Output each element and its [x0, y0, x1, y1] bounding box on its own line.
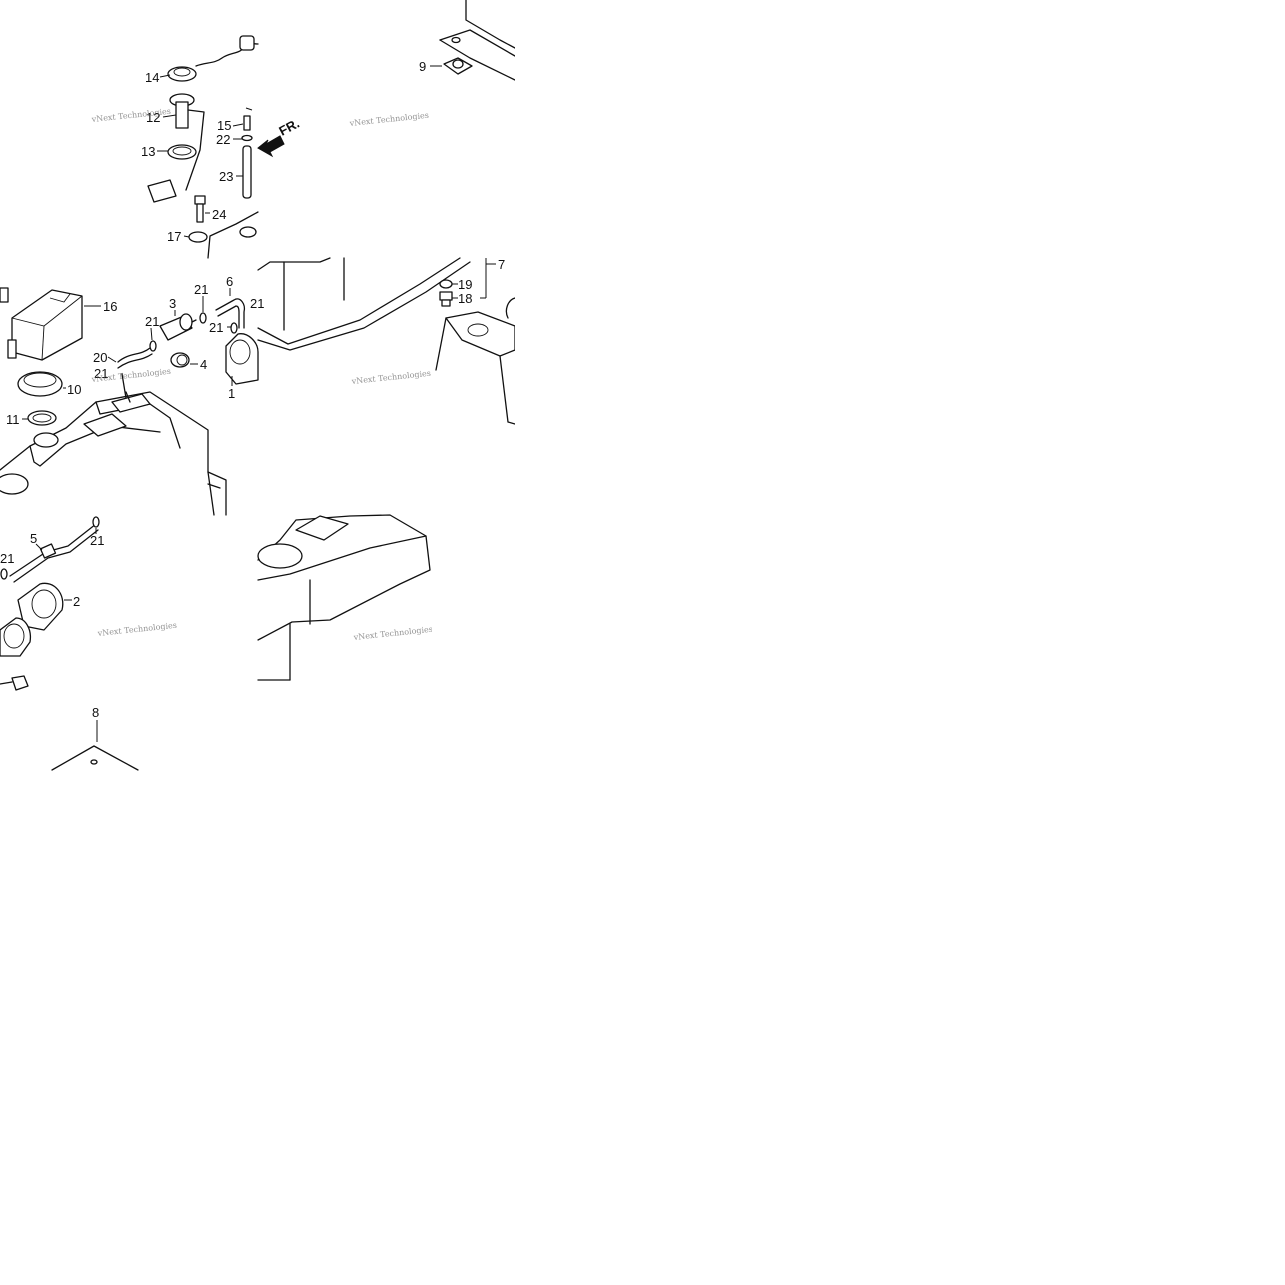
- tile-middle-left: 16 3 21 21 6 21 21 20 4: [0, 274, 264, 516]
- hose-6-part: [215, 298, 246, 329]
- callout-11: 11: [6, 412, 20, 427]
- tank-skirt-d: [257, 257, 461, 345]
- wire-connector-icon: [239, 35, 255, 51]
- watermark-text: vNext Technologies: [352, 625, 433, 642]
- bracket-flange-b: [439, 29, 516, 57]
- callout-14: 14: [145, 70, 159, 85]
- callout-15: 15: [217, 118, 231, 133]
- callout-21: 21: [90, 533, 104, 548]
- watermark-text: vNext Technologies: [96, 621, 177, 638]
- callout-7: 7: [498, 257, 505, 272]
- tile-top-left: FR. 14 12 13 15 22 23 24 17 vNext Techno…: [90, 35, 302, 259]
- sender-arm: [185, 109, 205, 191]
- tile-bottom-strip: 8: [51, 705, 139, 771]
- front-direction-arrow-icon: [257, 135, 285, 158]
- callout-16: 16: [103, 299, 117, 314]
- watermark-text: vNext Technologies: [350, 369, 431, 386]
- callout-21: 21: [0, 551, 14, 566]
- tank-recess-f: [295, 515, 349, 541]
- callout-8: 8: [92, 705, 99, 720]
- grommet-17-part: [188, 231, 208, 243]
- bolt-24-shank: [196, 203, 204, 223]
- filler-gasket-part: [27, 410, 57, 426]
- front-direction-label: FR.: [276, 116, 302, 139]
- cover-clip-left: [0, 287, 9, 303]
- tile-top-right: 9 vNext Technologies: [348, 0, 516, 128]
- bolt-18-part: [439, 291, 453, 301]
- callout-5: 5: [30, 531, 37, 546]
- callout-21: 21: [209, 320, 223, 335]
- hose-20-part: [117, 347, 151, 363]
- callout-2: 2: [73, 594, 80, 609]
- sender-float-part: [147, 179, 177, 203]
- tile-bottom-right: vNext Technologies: [257, 514, 433, 681]
- cover-16-part: [11, 289, 83, 361]
- callout-4: 4: [200, 357, 207, 372]
- callout-19: 19: [458, 277, 472, 292]
- clip-22-part: [241, 134, 253, 142]
- vent-fitting-part: [243, 115, 251, 131]
- fuel-pump-part: [225, 333, 259, 385]
- tube-23-part: [242, 145, 252, 199]
- callout-9: 9: [419, 59, 426, 74]
- washer-19-part: [439, 279, 453, 289]
- callout-24: 24: [212, 207, 226, 222]
- pump-housing-2-part: [17, 582, 64, 631]
- callout-21: 21: [145, 314, 159, 329]
- tank-recess-2: [111, 393, 151, 413]
- tank-recess-1: [83, 413, 127, 437]
- callout-21: 21: [250, 296, 264, 311]
- tank-edge-a: [207, 211, 259, 259]
- callout-13: 13: [141, 144, 155, 159]
- tank-body-f: [257, 514, 431, 641]
- callout-22: 22: [216, 132, 230, 147]
- bracket-7-part: [445, 311, 516, 357]
- bolt-bottom-part: [11, 675, 29, 691]
- bracket-edge-b: [465, 0, 516, 49]
- callout-6: 6: [226, 274, 233, 289]
- tank-filler-neck: [33, 432, 59, 448]
- callout-10: 10: [67, 382, 81, 397]
- callout-12: 12: [146, 110, 160, 125]
- watermark-text: vNext Technologies: [348, 111, 429, 128]
- hose-5-part: [9, 523, 97, 577]
- callout-18: 18: [458, 291, 472, 306]
- clamp-4-part: [170, 352, 190, 368]
- callout-21: 21: [94, 366, 108, 381]
- callout-23: 23: [219, 169, 233, 184]
- callout-17: 17: [167, 229, 181, 244]
- callout-21: 21: [194, 282, 208, 297]
- callout-3: 3: [169, 296, 176, 311]
- bolt-24-head: [194, 195, 206, 205]
- tile-middle-right: 7 19 18 vNext Technologies: [257, 257, 516, 425]
- callout-20: 20: [93, 350, 107, 365]
- tile-bottom-left: 5 21 21 2 vNext Technologies: [0, 516, 177, 691]
- skid-plate-8-part: [51, 745, 139, 771]
- callout-1: 1: [228, 386, 235, 401]
- lock-ring-part: [167, 66, 197, 82]
- filler-cap-part: [17, 371, 63, 397]
- tank-edge-d: [257, 257, 331, 271]
- pump-clamp-part: [0, 617, 32, 657]
- fuel-sender-body: [175, 101, 189, 129]
